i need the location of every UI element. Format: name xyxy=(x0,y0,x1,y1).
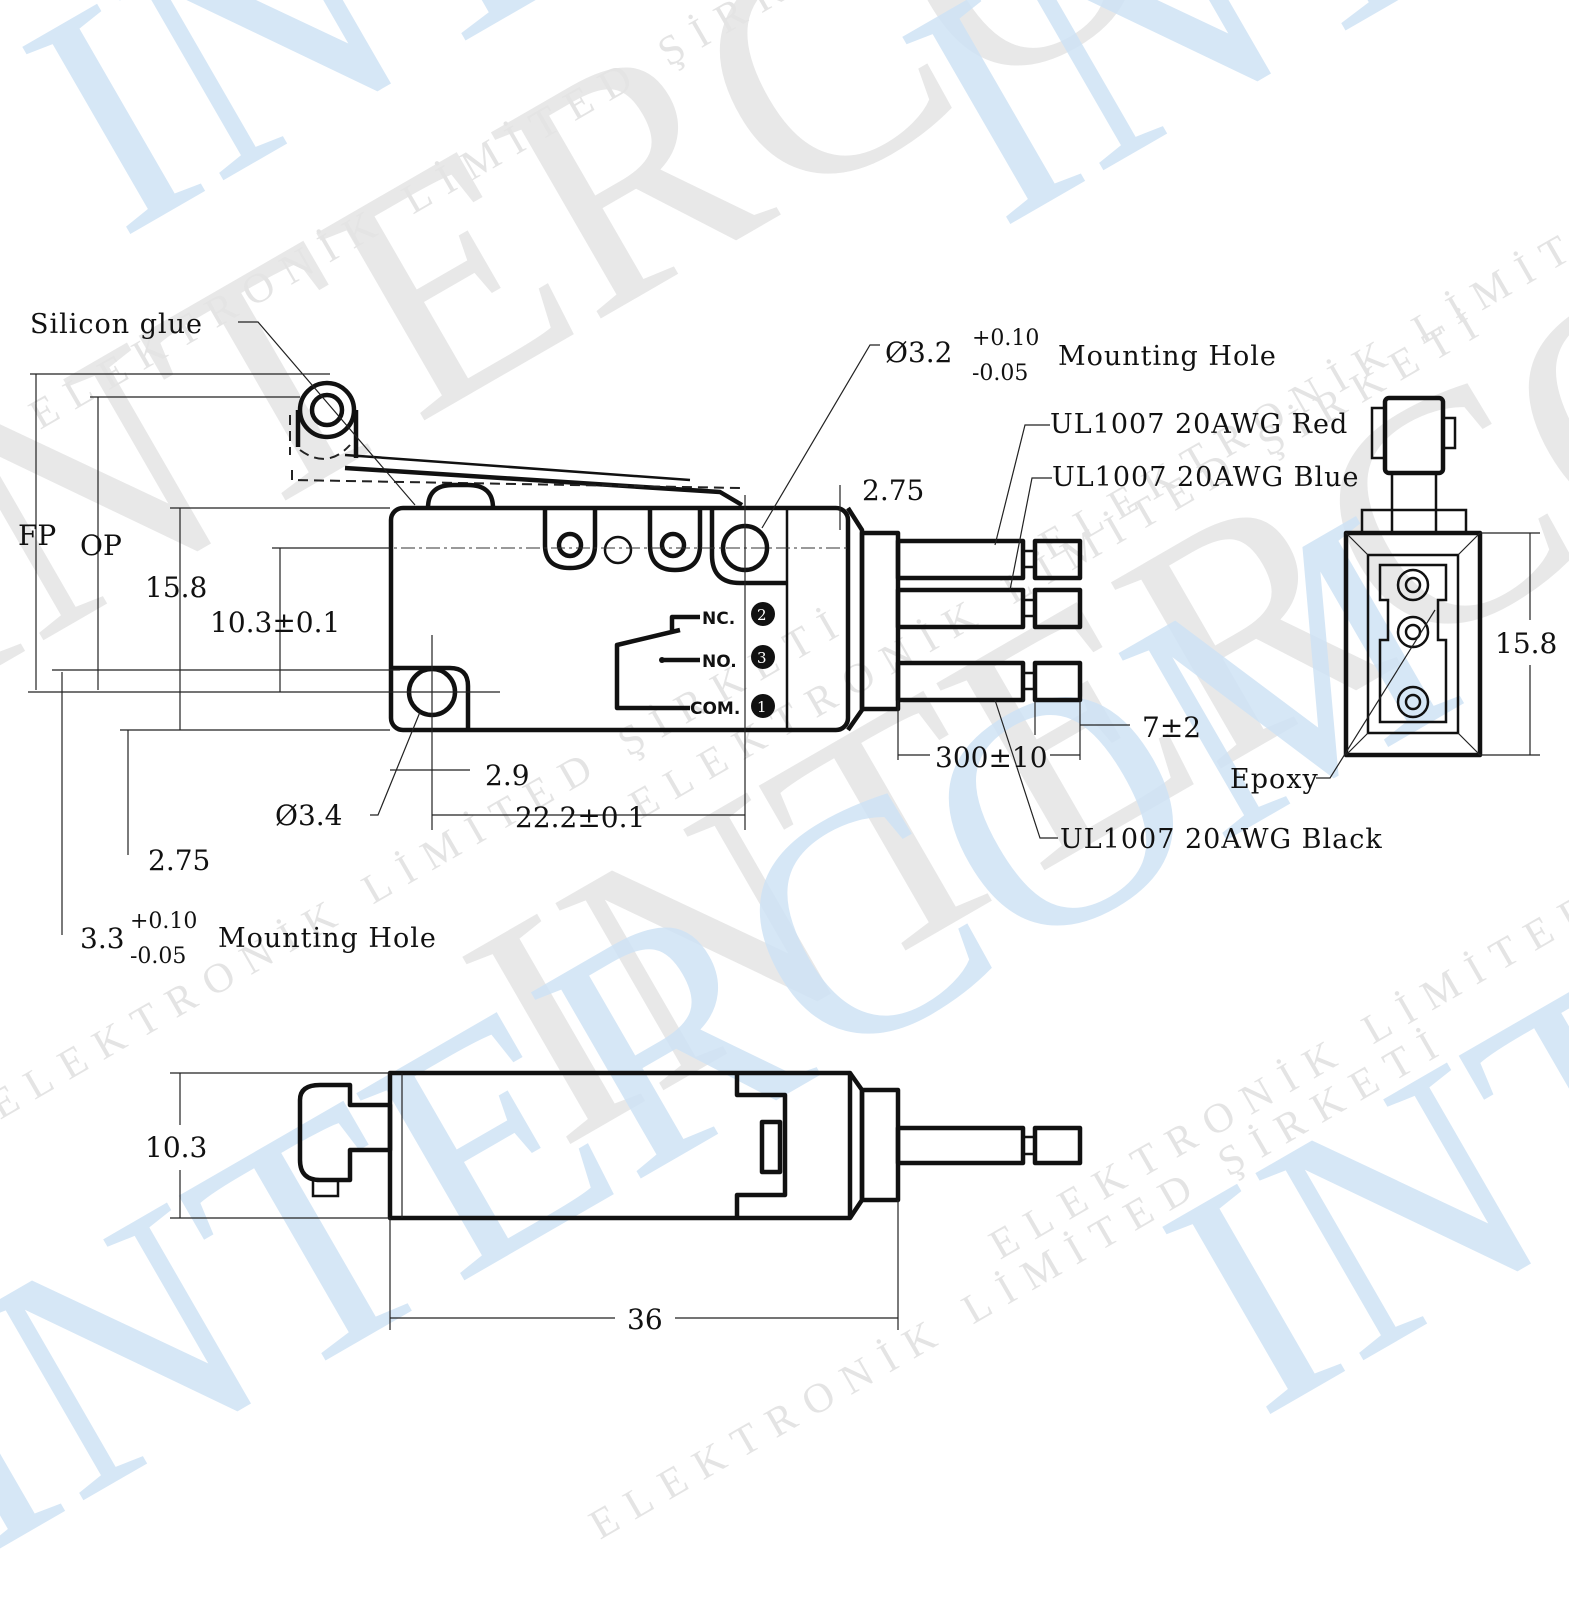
top-hole-label: Mounting Hole xyxy=(1058,341,1277,372)
pivot-hole xyxy=(605,537,631,563)
top-width-label: 10.3 xyxy=(145,1131,207,1164)
top-hole-tol-plus: +0.10 xyxy=(972,326,1039,351)
terminal-no-label: NO. xyxy=(702,652,737,672)
terminal-com-number: 1 xyxy=(757,698,767,716)
bottom-offset-label: 2.75 xyxy=(148,844,210,877)
bottom-hole-tol-minus: -0.05 xyxy=(130,944,186,969)
op-label: OP xyxy=(80,529,122,562)
terminal-nc-number: 2 xyxy=(757,606,767,624)
nc-line xyxy=(672,617,700,630)
bottom-hole-tol-plus: +0.10 xyxy=(130,909,197,934)
terminal-no-number: 3 xyxy=(757,649,767,667)
no-contact-dot xyxy=(659,657,665,663)
top-mounting-hole-callout: Ø3.2 +0.10 -0.05 Mounting Hole xyxy=(885,326,1277,386)
wire-length-label: 300±10 xyxy=(935,741,1048,774)
top-wire xyxy=(898,1128,1023,1163)
wire-black-label: UL1007 20AWG Black xyxy=(1060,824,1383,855)
hole-spacing-vertical-label: 10.3±0.1 xyxy=(210,606,340,639)
top-hole-value: Ø3.2 xyxy=(885,336,952,369)
watermark-brand-3: INTERCOM xyxy=(854,0,1569,292)
mount-boss-bottom xyxy=(391,668,468,730)
silicon-glue-label: Silicon glue xyxy=(30,309,203,340)
top-length-label: 36 xyxy=(627,1303,663,1336)
epoxy-label: Epoxy xyxy=(1230,764,1319,795)
hole-dia-label: Ø3.4 xyxy=(275,799,342,832)
top-hole-tol-minus: -0.05 xyxy=(972,361,1028,386)
top-offset-label: 2.75 xyxy=(862,474,924,507)
lug-2 xyxy=(650,508,700,570)
lug-1 xyxy=(545,508,595,568)
hole-spacing-horizontal-label: 22.2±0.1 xyxy=(515,801,645,834)
height-dim-label: 15.8 xyxy=(145,571,207,604)
bottom-hole-label: Mounting Hole xyxy=(218,923,437,954)
hole-edge-label: 2.9 xyxy=(485,759,530,792)
terminal-com-label: COM. xyxy=(690,699,740,719)
terminal-nc-label: NC. xyxy=(702,609,735,629)
lug-1-hole xyxy=(559,534,581,556)
wire-red-label: UL1007 20AWG Red xyxy=(1050,409,1348,440)
lug-2-hole xyxy=(662,534,684,556)
end-height-label: 15.8 xyxy=(1495,627,1557,660)
top-wire-strip xyxy=(1035,1128,1080,1163)
plunger xyxy=(428,485,493,508)
fp-label: FP xyxy=(18,519,56,552)
strip-length-label: 7±2 xyxy=(1142,711,1201,744)
bottom-hole-value: 3.3 xyxy=(80,922,125,955)
wire-blue-label: UL1007 20AWG Blue xyxy=(1052,462,1360,493)
